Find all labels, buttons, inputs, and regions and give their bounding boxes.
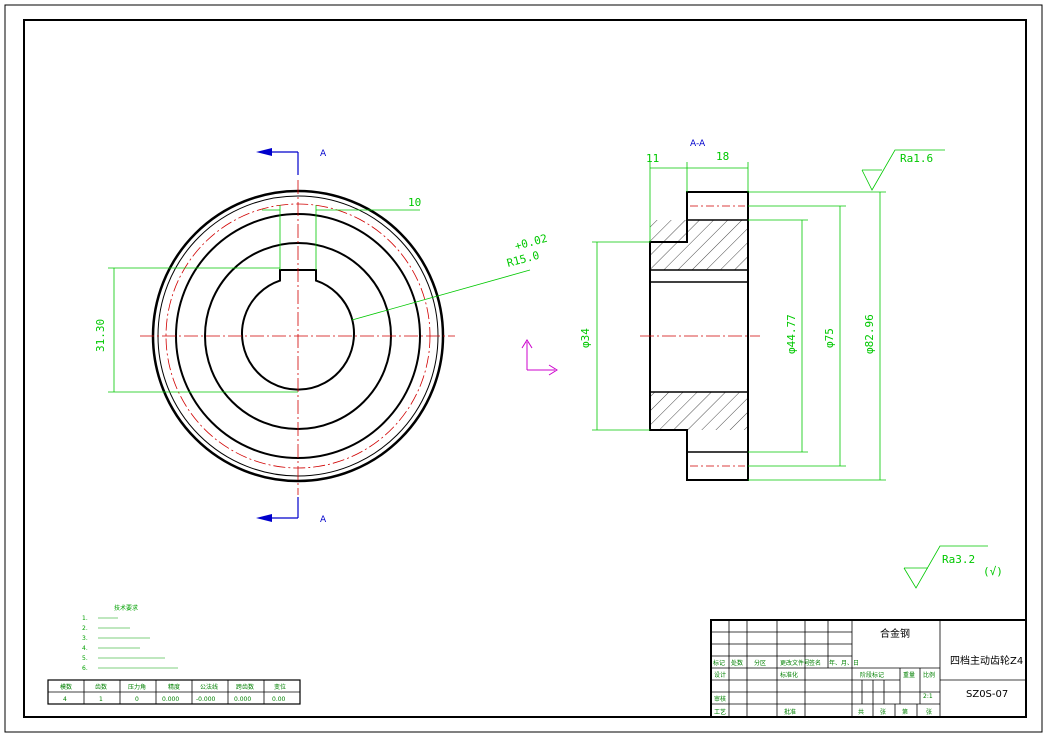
part-name-text: 四档主动齿轮Z4	[950, 654, 1023, 667]
roughness-symbol-general	[903, 545, 988, 589]
tb-row-label-0: 标记	[713, 659, 725, 667]
tb-sheet-1: 张	[880, 708, 886, 716]
param-header-0: 模数	[60, 683, 72, 691]
tb-left-label-2: 审核	[714, 695, 726, 703]
param-value-0: 4	[63, 696, 67, 703]
drawing-number-text: SZ0S-07	[966, 689, 1008, 700]
param-header-2: 压力角	[128, 683, 146, 691]
outer-border	[4, 4, 1043, 733]
param-value-3: 0.000	[162, 696, 179, 703]
hub-length-text: 11	[646, 152, 659, 165]
param-header-4: 公法线	[200, 683, 218, 691]
section-outline	[649, 191, 749, 481]
hatch-lower	[650, 392, 748, 430]
diameter-dimensions	[592, 191, 886, 481]
bore-dia-text: φ34	[579, 328, 592, 348]
param-value-1: 1	[99, 696, 103, 703]
note-6: 6.	[82, 665, 88, 672]
section-view: A-A 11 18	[579, 139, 945, 481]
tb-row-label-3: 更改文件号	[780, 659, 810, 667]
tb-row-label-1: 处数	[731, 659, 743, 667]
tb-left-label-0: 设计	[714, 671, 726, 679]
hatch-upper	[650, 220, 748, 270]
note-3: 3.	[82, 635, 88, 642]
dia2-text: φ75	[823, 328, 836, 348]
param-header-6: 变位	[274, 683, 286, 691]
roughness-top-text: Ra1.6	[900, 152, 933, 165]
param-value-5: 0.000	[234, 696, 251, 703]
note-2: 2.	[82, 625, 88, 632]
tb-row-label-5: 年、月、日	[829, 659, 859, 667]
keyway-width-dimension	[262, 205, 420, 270]
dia3-text: φ82.96	[863, 314, 876, 354]
param-header-3: 精度	[168, 683, 180, 691]
title-block: 合金钢 四档主动齿轮Z4 SZ0S-07 2:1 标记 处数 分区 更改文件号 …	[710, 619, 1027, 718]
cut-marker-top	[256, 148, 299, 175]
notes-title: 技术要求	[114, 604, 138, 612]
keyway-depth-text: 31.30	[94, 319, 107, 352]
param-value-2: 0	[135, 696, 139, 703]
bore-radius-leader	[351, 269, 531, 321]
tb-left-label-1: 标准化	[780, 671, 798, 679]
front-view: 10 31.30 +0.02 R15.0 A A	[94, 148, 549, 525]
dia1-text: φ44.77	[785, 314, 798, 354]
param-value-6: 0.00	[272, 696, 286, 703]
cut-label-top: A	[320, 149, 327, 159]
bore-keyway	[241, 269, 355, 391]
roughness-symbol-top	[861, 149, 945, 191]
param-value-4: -0.000	[196, 696, 216, 703]
tb-weight-label: 重量	[903, 671, 915, 679]
inner-border	[23, 19, 1027, 718]
keyway-depth-dimension	[108, 267, 298, 393]
param-header-1: 齿数	[95, 683, 107, 691]
length-dimensions	[649, 162, 749, 242]
bore-radius-text: R15.0	[505, 249, 540, 270]
gear-parameter-table: 模数 齿数 压力角 精度 公法线 跨齿数 变位 4 1 0 0.000 -0.0…	[47, 679, 301, 705]
material-text: 合金钢	[880, 627, 910, 640]
roughness-general-text: Ra3.2	[942, 553, 975, 566]
scale-text: 2:1	[923, 693, 933, 700]
tb-row-label-2: 分区	[754, 659, 766, 667]
section-label: A-A	[690, 139, 706, 149]
cut-label-bottom: A	[320, 515, 327, 525]
tb-left-label-3: 工艺	[714, 708, 726, 716]
tb-sheet-3: 张	[926, 708, 932, 716]
note-1: 1.	[82, 615, 88, 622]
tb-approve-label: 批准	[784, 708, 796, 716]
keyway-width-text: 10	[408, 196, 421, 209]
note-4: 4.	[82, 645, 88, 652]
tb-stage-label: 阶段标记	[860, 671, 884, 679]
roughness-general-note: (√)	[983, 565, 1003, 578]
tb-scale-label: 比例	[923, 671, 935, 679]
note-5: 5.	[82, 655, 88, 662]
tb-sheet-2: 第	[902, 708, 908, 716]
tb-sheet-0: 共	[858, 708, 864, 716]
param-header-5: 跨齿数	[236, 683, 254, 691]
tb-row-label-4: 签名	[809, 659, 821, 667]
cut-marker-bottom	[256, 497, 299, 522]
note-lines	[98, 617, 178, 669]
ucs-icon	[521, 339, 558, 376]
technical-notes: 技术要求 1. 2. 3. 4. 5. 6.	[82, 604, 178, 672]
flange-length-text: 18	[716, 150, 729, 163]
